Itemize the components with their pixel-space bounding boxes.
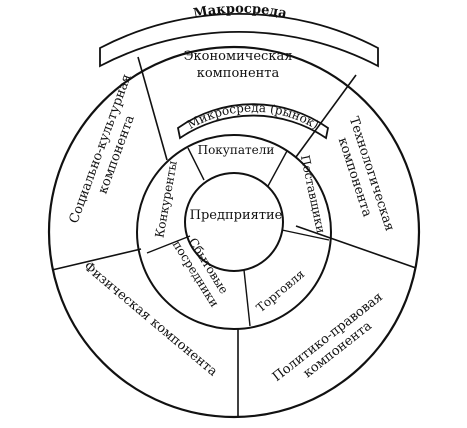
center-circle (184, 172, 284, 272)
divider-econ-social (137, 56, 168, 161)
economic-label-2: компонента (197, 66, 280, 81)
buyers-label: Покупатели (198, 143, 275, 157)
divider-econ-tech (295, 74, 357, 158)
trade-label: Торговля (254, 267, 308, 315)
divider-tech-political (295, 225, 417, 269)
micro-banner (177, 103, 329, 140)
macro-banner (99, 13, 379, 68)
competitors-label: Конкуренты (152, 159, 179, 239)
micro-ring (136, 134, 332, 330)
outer-ring (47, 45, 421, 419)
divider-buyers-suppliers (267, 150, 288, 187)
political-label-1: Политико-правовая (270, 290, 386, 385)
macro-title: Макросреда (192, 2, 289, 22)
center-label: Предприятие (190, 208, 283, 223)
divider-suppliers-trade (281, 229, 330, 241)
divider-buyers-competitors (187, 147, 205, 181)
divider-intermediaries-competitors (146, 235, 191, 254)
divider-trade-intermediaries (243, 269, 251, 327)
divider-physical-social (51, 248, 142, 271)
svg-text:Макросреда: Макросреда (192, 2, 289, 22)
economic-label-1: Экономическая (184, 49, 293, 64)
